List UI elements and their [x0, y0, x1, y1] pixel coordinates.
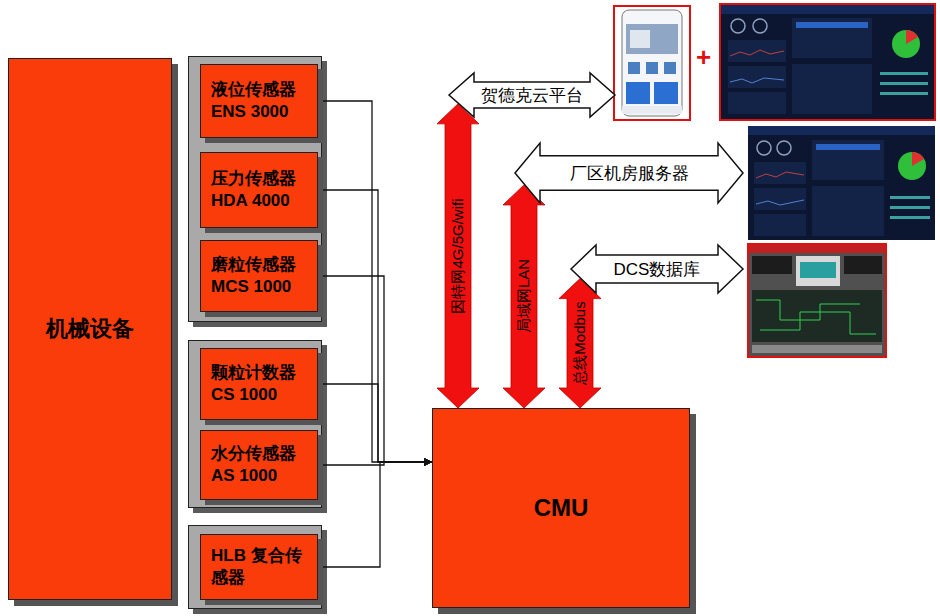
hollow-arrow-shape — [571, 245, 743, 293]
dcs-screen — [748, 244, 886, 357]
network-link-arrow — [503, 185, 545, 408]
node-text: 贺德克云平台 — [481, 84, 583, 107]
node-text: 水分传感器 AS 1000 — [211, 443, 313, 487]
phone-screen — [614, 6, 690, 120]
link-label: 局域网LAN — [515, 259, 534, 333]
network-link-arrow — [437, 104, 479, 408]
sensor-box: HLB 复合传感器 — [200, 534, 318, 600]
node-text: 厂区机房服务器 — [570, 162, 689, 185]
sensor-box: 液位传感器 ENS 3000 — [200, 64, 318, 138]
node-text: DCS数据库 — [614, 258, 701, 281]
plus-sign: + — [696, 42, 711, 73]
signal-line — [318, 190, 432, 462]
hollow-arrow-shape — [449, 73, 615, 117]
dashboard-screen — [720, 4, 935, 120]
signal-line — [318, 384, 432, 462]
sensor-box: 磨粒传感器 MCS 1000 — [200, 240, 318, 312]
signal-line — [318, 462, 432, 567]
hollow-double-arrow: 贺德克云平台 — [448, 72, 616, 118]
hollow-double-arrow: 厂区机房服务器 — [514, 142, 744, 204]
hollow-double-arrow: DCS数据库 — [570, 244, 744, 294]
dashboard-screen — [748, 126, 935, 240]
link-label: 因特网4G/5G/wifi — [449, 198, 468, 313]
node-text: 颗粒计数器 CS 1000 — [211, 362, 313, 406]
node-text: 机械设备 — [46, 314, 134, 344]
cmu-box: CMU — [432, 408, 690, 608]
link-label: 总线Modbus — [571, 302, 590, 385]
node-text: 磨粒传感器 MCS 1000 — [211, 254, 313, 298]
sensor-box: 水分传感器 AS 1000 — [200, 430, 318, 500]
node-text: CMU — [534, 494, 589, 522]
sensor-box: 压力传感器 HDA 4000 — [200, 152, 318, 228]
network-link-arrow — [559, 279, 601, 408]
signal-line — [318, 101, 432, 462]
node-text: HLB 复合传感器 — [211, 545, 313, 589]
sensor-box: 颗粒计数器 CS 1000 — [200, 348, 318, 420]
machine-box: 机械设备 — [8, 58, 172, 600]
signal-line — [318, 276, 432, 462]
hollow-arrow-shape — [515, 143, 743, 203]
node-text: 压力传感器 HDA 4000 — [211, 168, 313, 212]
node-text: 液位传感器 ENS 3000 — [211, 79, 313, 123]
